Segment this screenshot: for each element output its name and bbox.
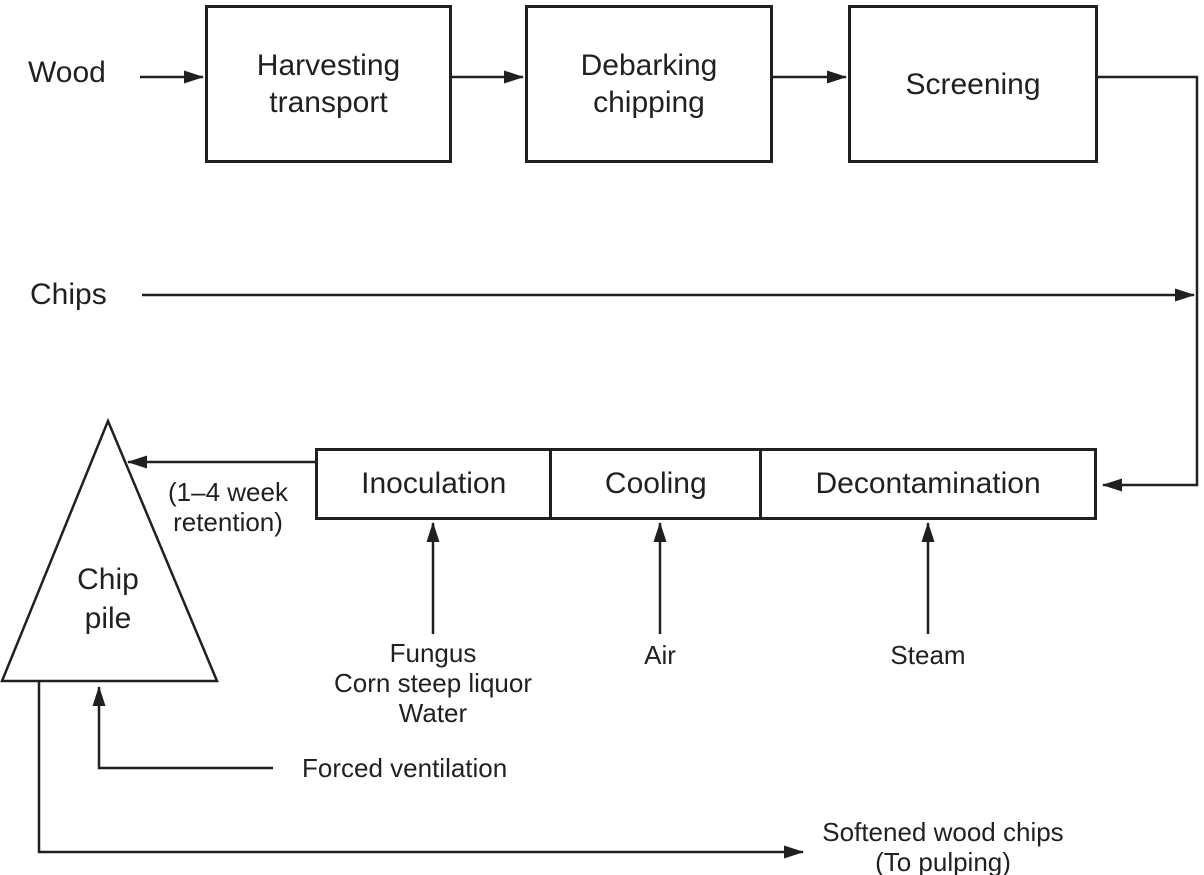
retention-note: (1–4 week retention) — [160, 477, 296, 537]
output-label: Softened wood chips (To pulping) — [793, 817, 1093, 875]
chips-label: Chips — [30, 278, 107, 311]
node-label: Inoculation — [361, 467, 507, 500]
node-label: Harvesting — [256, 49, 401, 82]
node-decontamination: Decontamination — [759, 451, 1094, 517]
inoculation-input-line: Water — [398, 698, 468, 728]
chip-pile-label: Chip pile — [48, 560, 168, 638]
node-debarking-chipping: Debarking chipping — [525, 5, 773, 163]
node-label: Debarking — [580, 49, 718, 82]
node-label: Cooling — [604, 467, 707, 500]
inoculation-inputs-label: Fungus Corn steep liquor Water — [323, 638, 543, 728]
retention-note-line: (1–4 week — [168, 477, 288, 507]
arrow-forced-ventilation-into-pile — [92, 686, 273, 770]
steam-input-label: Steam — [890, 640, 966, 670]
arrow-pile-to-pulping — [37, 680, 804, 859]
wood-label: Wood — [28, 56, 106, 89]
node-harvesting-transport: Harvesting transport — [205, 5, 452, 163]
chip-pile-label-line: pile — [84, 602, 132, 635]
forced-ventilation-label: Forced ventilation — [302, 753, 508, 783]
inoculation-input-line: Corn steep liquor — [334, 668, 532, 698]
chip-pile-triangle — [0, 417, 219, 683]
node-inoculation: Inoculation — [318, 451, 549, 517]
node-label: chipping — [593, 86, 705, 119]
node-label: Screening — [905, 67, 1041, 101]
treatment-row: Inoculation Cooling Decontamination — [315, 448, 1097, 520]
node-label: Decontamination — [815, 467, 1041, 500]
air-input-label: Air — [644, 640, 676, 670]
output-label-line: Softened wood chips — [822, 817, 1064, 847]
inoculation-input-line: Fungus — [389, 638, 477, 668]
retention-note-line: retention) — [173, 507, 283, 537]
node-label: transport — [269, 86, 388, 119]
output-label-line: (To pulping) — [875, 847, 1011, 875]
chip-pile-label-line: Chip — [77, 563, 139, 596]
node-cooling: Cooling — [549, 451, 759, 517]
node-screening: Screening — [848, 5, 1098, 163]
arrow-screening-to-decontamination — [1097, 75, 1199, 492]
